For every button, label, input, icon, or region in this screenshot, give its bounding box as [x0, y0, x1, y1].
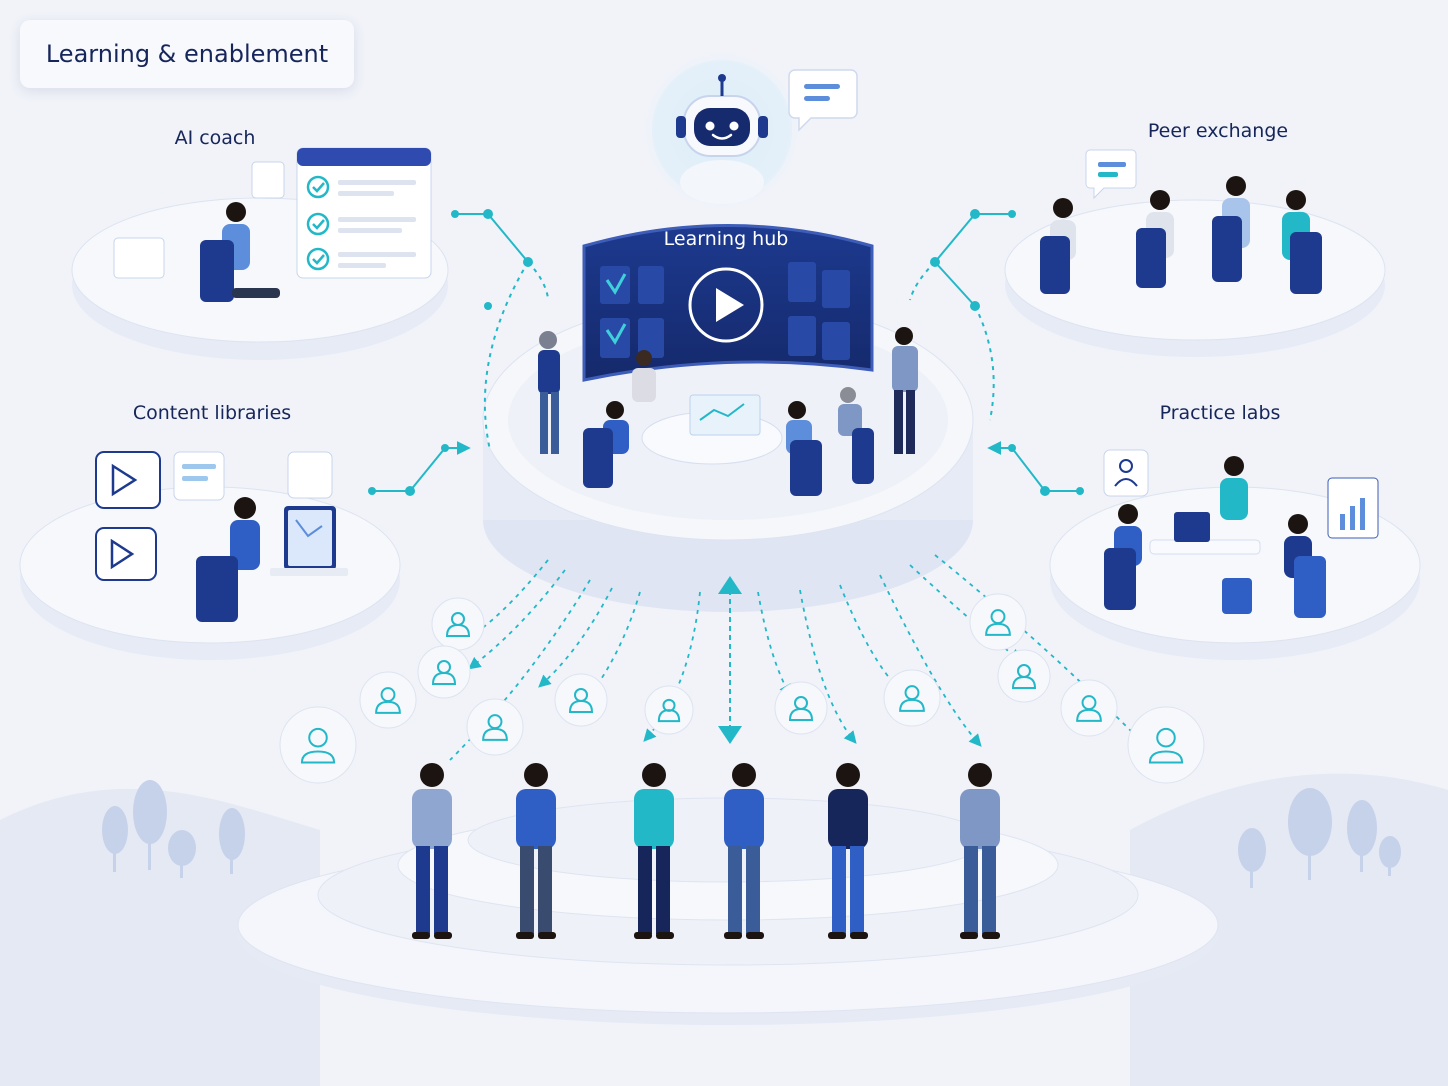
hub-team: [538, 327, 918, 496]
hub-central-arrow: [718, 576, 742, 744]
module-label-ai-coach: AI coach: [175, 127, 256, 149]
practice-labs-scene: [1103, 449, 1379, 618]
user-icon: [969, 593, 1027, 651]
module-label-peer-exchange: Peer exchange: [1148, 120, 1288, 142]
ai-coach-learner: [113, 161, 285, 302]
user-icon: [1060, 679, 1118, 737]
learner-figure: [412, 763, 452, 939]
learner-figure: [960, 763, 1000, 939]
peer-exchange-group: [1040, 149, 1322, 294]
user-icon: [431, 597, 485, 651]
bottom-learners: [412, 763, 1000, 939]
ai-coach-checklist-window: [296, 147, 432, 279]
learner-figure: [634, 763, 674, 939]
connector-nodes: [368, 209, 1084, 496]
user-icon: [554, 673, 608, 727]
landscape-background: [0, 773, 1448, 1086]
user-icon: [466, 698, 524, 756]
learner-figure: [724, 763, 764, 939]
hub-label: Learning hub: [664, 228, 789, 250]
user-icon: [279, 706, 357, 784]
learner-figure: [828, 763, 868, 939]
user-icon: [997, 649, 1051, 703]
chat-bubble-icon: [788, 69, 858, 132]
robot-assistant: [644, 52, 800, 208]
module-label-practice-labs: Practice labs: [1160, 402, 1281, 424]
module-connectors: [372, 213, 1080, 492]
learner-icons: [279, 593, 1205, 784]
user-icon: [644, 685, 694, 735]
content-libraries-scene: [95, 451, 348, 622]
title-badge: Learning & enablement: [20, 20, 354, 88]
user-icon: [417, 645, 471, 699]
user-icon: [883, 669, 941, 727]
user-icon: [774, 681, 828, 735]
user-icon: [1127, 706, 1205, 784]
page-title: Learning & enablement: [45, 40, 329, 68]
module-label-content-libraries: Content libraries: [133, 402, 291, 424]
learning-hub-screen: [582, 224, 874, 382]
learner-figure: [516, 763, 556, 939]
user-icon: [359, 671, 417, 729]
play-icon: [716, 288, 744, 322]
